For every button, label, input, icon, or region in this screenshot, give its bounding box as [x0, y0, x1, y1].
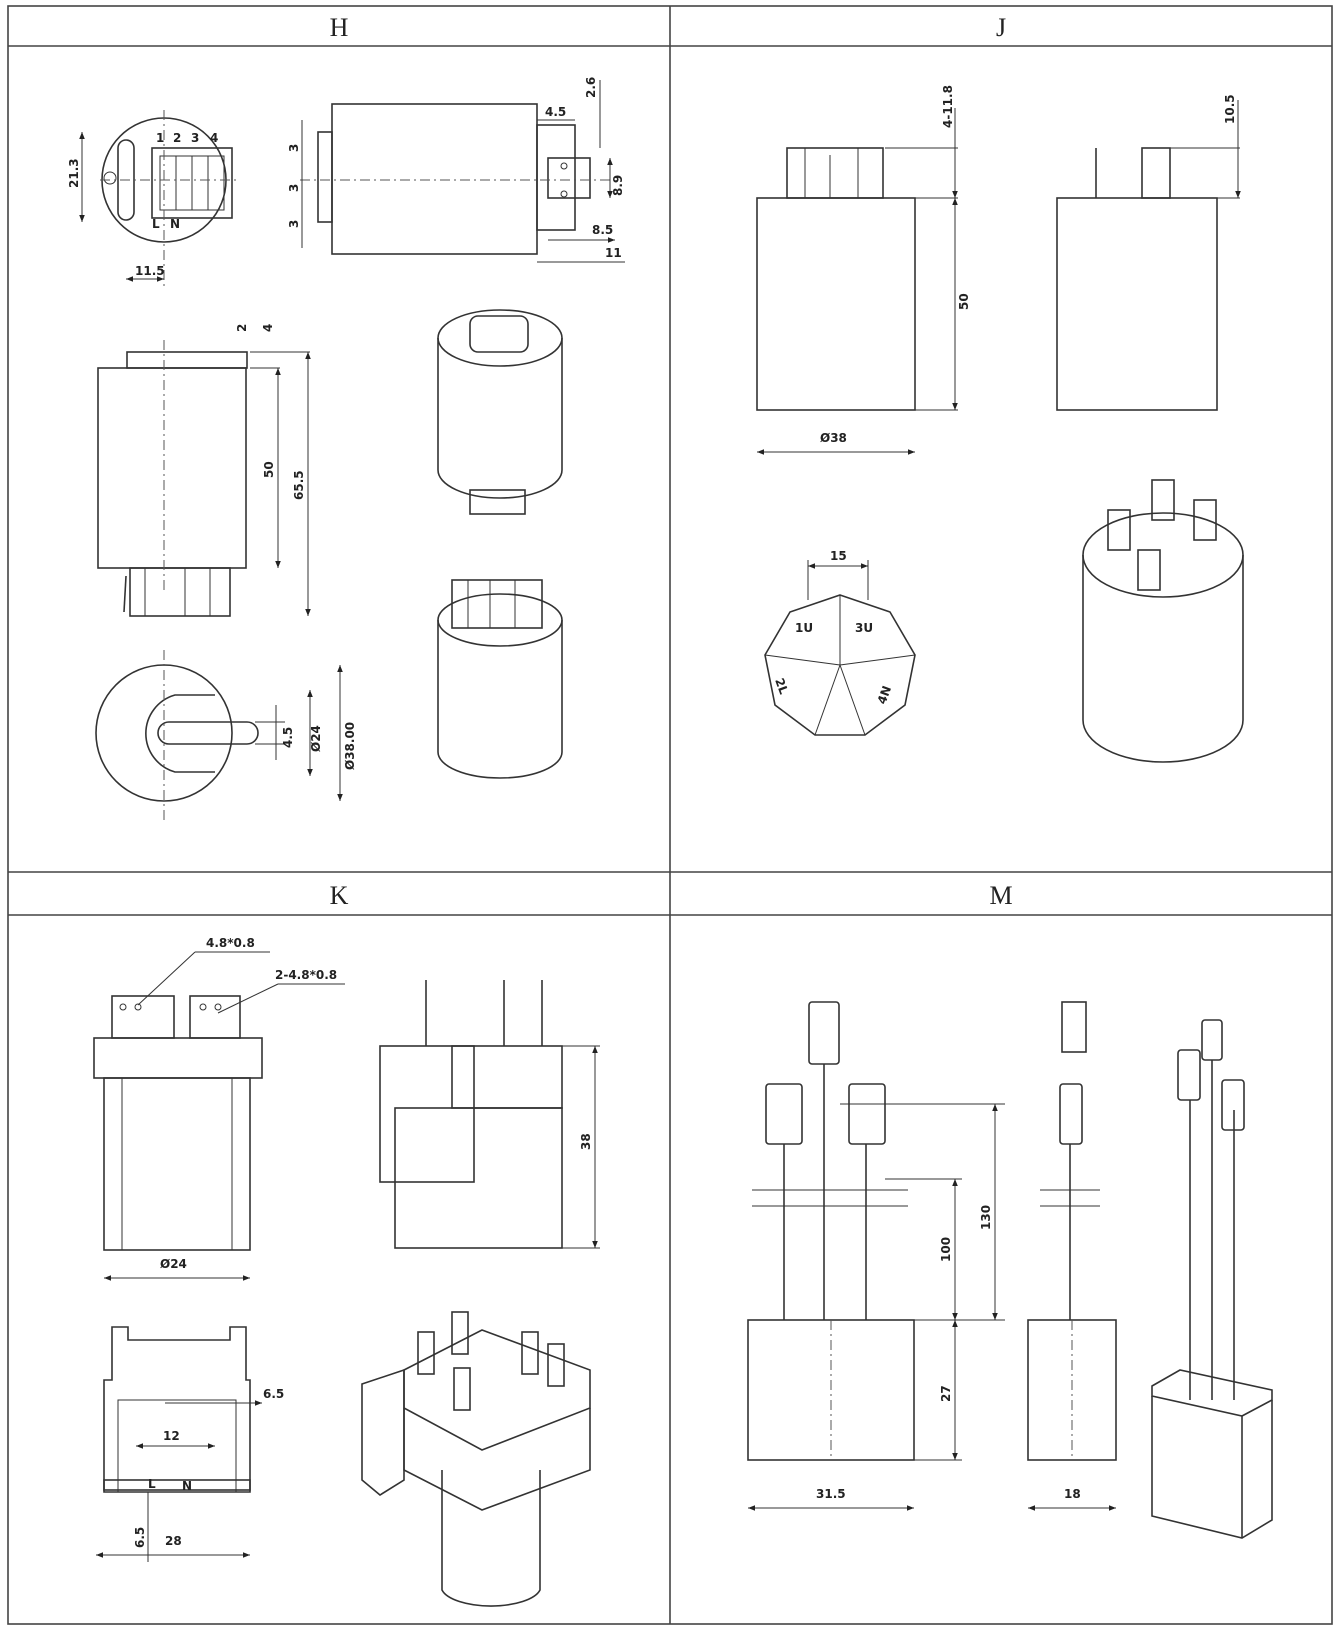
m-side-view: 18: [1027, 1001, 1117, 1511]
h-dim-2-6: 2.6: [584, 77, 598, 98]
m-dim-18: 18: [1064, 1487, 1081, 1501]
k-dim-28: 28: [165, 1534, 182, 1548]
k-iso-view: [361, 1311, 591, 1607]
m-dim-27: 27: [939, 1385, 953, 1402]
j-front-view: 4-11.8 50 Ø38: [756, 85, 971, 455]
j-top-view: 1U 3U 2L 4N 15: [764, 549, 916, 736]
k-top-view: L N 6.5 12 6.5 28: [96, 1326, 284, 1562]
k-label-l: L: [148, 1477, 156, 1491]
h-dim-11: 11: [605, 246, 622, 260]
h-pin-2: 2: [173, 131, 181, 145]
j-dim-15: 15: [830, 549, 847, 563]
k-dim-12: 12: [163, 1429, 180, 1443]
h-dim-11-5: 11.5: [135, 264, 165, 278]
j-side-view: 10.5: [1056, 94, 1241, 411]
j-dim-4-11-8: 4-11.8: [941, 85, 955, 128]
h-elevation-view: 2 4 50 65.5: [97, 324, 311, 617]
j-dim-38: Ø38: [820, 431, 847, 445]
h-pin-3: 3: [191, 131, 199, 145]
m-dim-31-5: 31.5: [816, 1487, 846, 1501]
h-dim-3c: 3: [287, 220, 301, 228]
h-dim-4-5: 4.5: [545, 105, 566, 119]
k-dim-38: 38: [579, 1133, 593, 1150]
j-iso-view: [1082, 479, 1244, 763]
h-front-view: 1 2 3 4 L N 21.3 11.5: [67, 110, 240, 290]
h-dim-50: 50: [262, 461, 276, 478]
h-dim-3a: 3: [287, 144, 301, 152]
panel-header-h: H: [330, 13, 349, 42]
panel-j: 4-11.8 50 Ø38 10.5 1U 3U 2L 4N: [756, 85, 1244, 763]
panel-header-j: J: [996, 13, 1006, 42]
m-front-view: 130 100 27 31.5: [747, 1001, 1005, 1511]
h-dim-65-5: 65.5: [292, 470, 306, 500]
k-dim-24: Ø24: [160, 1257, 187, 1271]
m-dim-100: 100: [939, 1237, 953, 1262]
panel-header-m: M: [989, 881, 1012, 910]
k-dim-6-5: 6.5: [263, 1387, 284, 1401]
k-label-n: N: [182, 1479, 192, 1493]
panel-k: 4.8*0.8 2-4.8*0.8 Ø24 38 L N: [93, 936, 600, 1607]
k-side-view: 38: [379, 980, 600, 1249]
h-label-n: N: [170, 217, 180, 231]
h-dim-2: 2: [235, 324, 249, 332]
j-term-1u: 1U: [795, 621, 813, 635]
k-front-view: 4.8*0.8 2-4.8*0.8 Ø24: [93, 936, 345, 1281]
h-dim-21-3: 21.3: [67, 158, 81, 188]
h-dim-24: Ø24: [309, 725, 323, 752]
j-term-2l: 2L: [772, 676, 791, 696]
h-dim-3b: 3: [287, 184, 301, 192]
panel-header-k: K: [330, 881, 349, 910]
j-term-3u: 3U: [855, 621, 873, 635]
panel-m: 130 100 27 31.5 18: [747, 1001, 1273, 1539]
h-pin-1: 1: [156, 131, 164, 145]
m-iso-view: [1151, 1019, 1273, 1539]
h-dim-8-9: 8.9: [611, 175, 625, 196]
h-iso-view-2: [437, 579, 563, 779]
panel-grid: [7, 5, 1333, 1625]
k-dim-6-5b: 6.5: [133, 1527, 147, 1548]
m-dim-130: 130: [979, 1205, 993, 1230]
h-dim-4-5b: 4.5: [281, 727, 295, 748]
h-iso-view-1: [437, 309, 563, 515]
h-label-l: L: [152, 217, 160, 231]
panel-h: 1 2 3 4 L N 21.3 11.5 3 3 3 4.5: [67, 77, 625, 820]
h-dim-4: 4: [261, 324, 275, 332]
j-dim-10-5: 10.5: [1223, 94, 1237, 124]
h-dim-38: Ø38.00: [343, 722, 357, 770]
h-top-view: 4.5 Ø24 Ø38.00: [95, 650, 357, 820]
h-side-view: 3 3 3 4.5 2.6 8.9 8.5 11: [287, 77, 625, 263]
j-dim-50: 50: [957, 293, 971, 310]
h-pin-4: 4: [210, 131, 218, 145]
h-dim-8-5: 8.5: [592, 223, 613, 237]
k-dim-4-8x0-8: 4.8*0.8: [206, 936, 255, 950]
j-term-4n: 4N: [875, 684, 894, 706]
k-dim-2-4-8x0-8: 2-4.8*0.8: [275, 968, 337, 982]
